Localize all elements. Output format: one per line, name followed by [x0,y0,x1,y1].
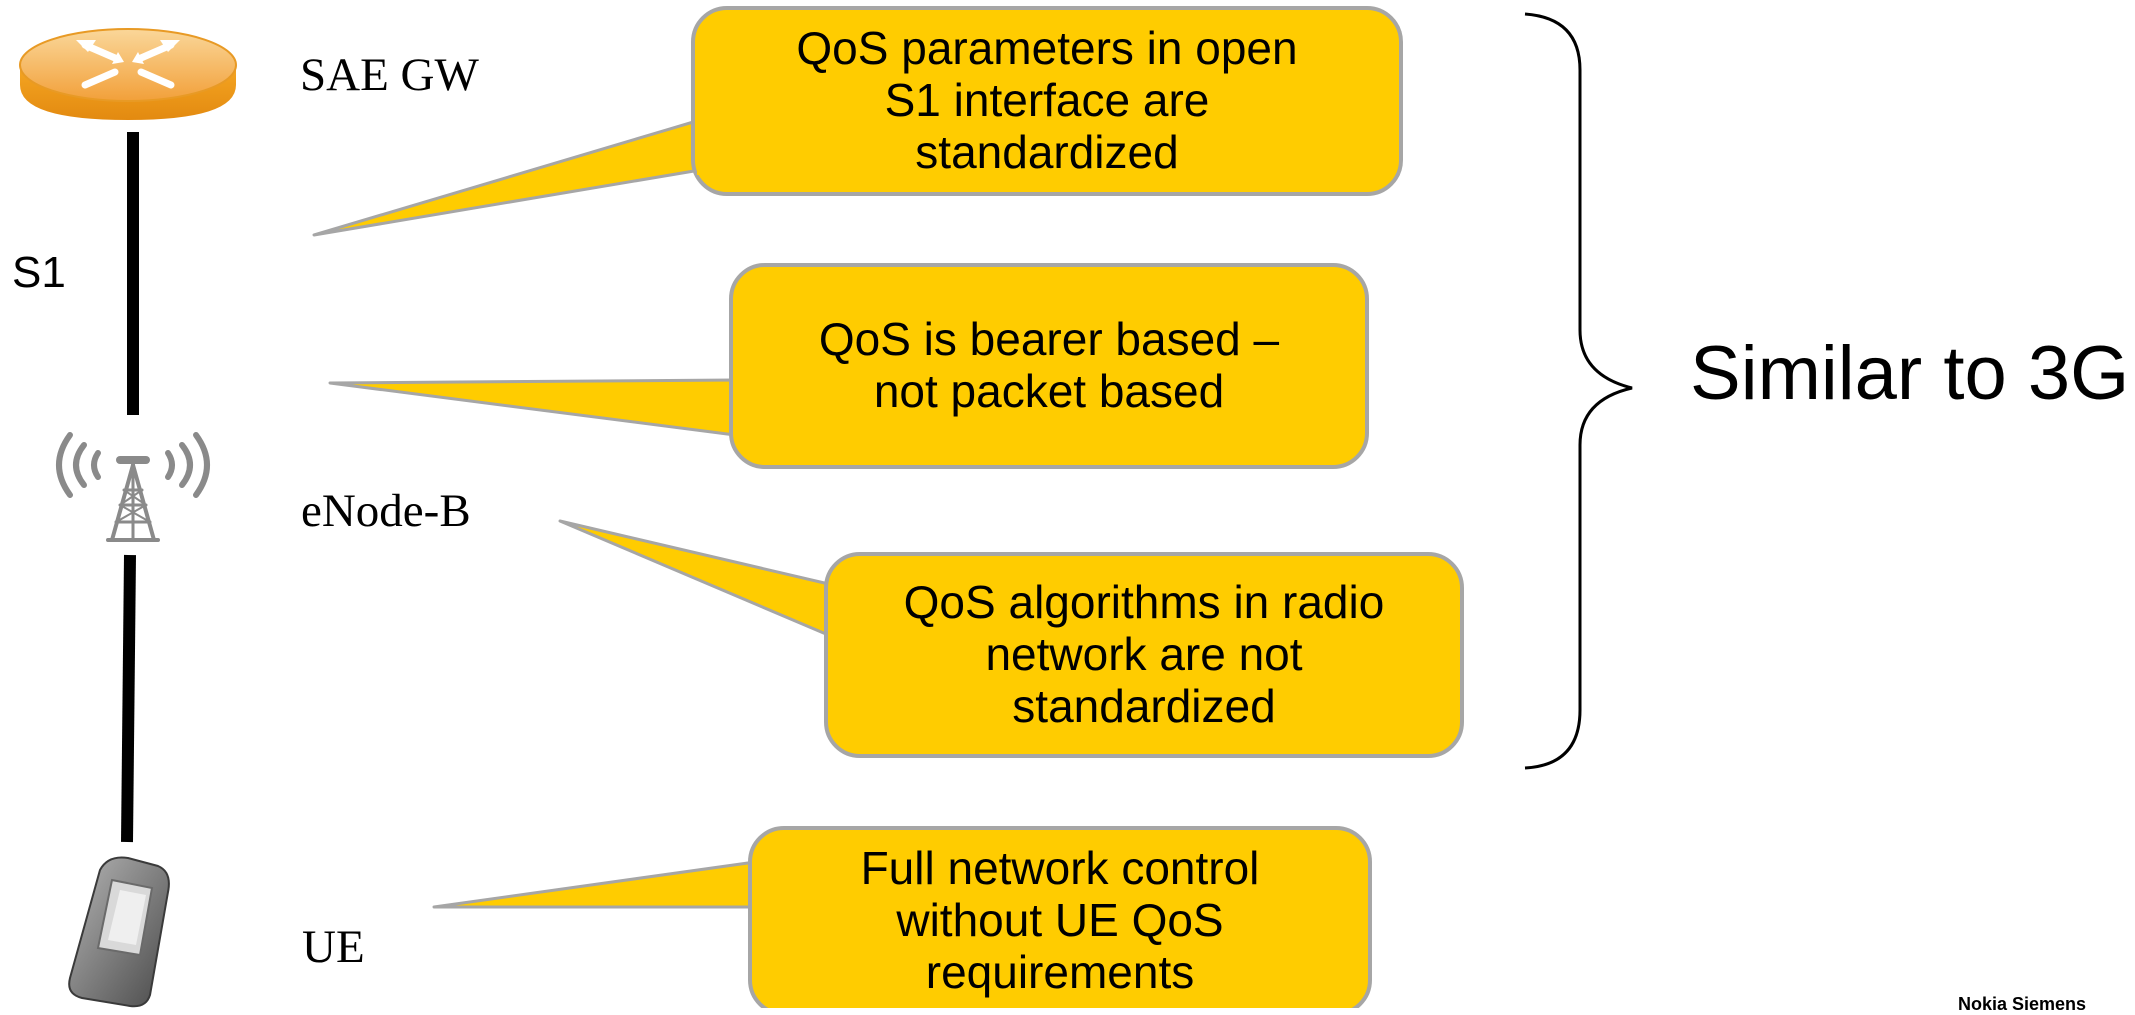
callout-1-text: QoS parameters in open S1 interface are … [796,22,1298,178]
callout-3-box [824,552,1464,758]
callout-3-text: QoS algorithms in radio network are not … [903,576,1385,732]
antenna-tower-icon [56,432,210,542]
right-brace [1524,12,1633,770]
brand-logo-text: Nokia Siemens [1958,994,2087,1014]
callout-4-pointer [432,860,757,909]
router-icon [19,28,237,120]
s1-interface-label: S1 [12,248,66,297]
callout-4-text: Full network control without UE QoS requ… [860,842,1260,998]
callout-4-box [748,826,1372,1008]
callout-1-pointer [312,118,702,237]
callout-2-box [729,263,1369,469]
callout-2-pointer [328,378,737,437]
callout-pointers [312,118,835,909]
ue-label: UE [302,921,365,973]
sae-gw-label: SAE GW [300,49,479,101]
callout-2-text: QoS is bearer based – not packet based [818,313,1280,417]
summary-label: Similar to 3G [1690,331,2130,416]
callout-3-pointer [558,519,835,639]
mobile-phone-icon [68,856,170,1008]
network-link [121,132,139,843]
enode-b-label: eNode-B [301,485,471,537]
callout-bodies [691,6,1464,1008]
callout-1-box [691,6,1403,196]
